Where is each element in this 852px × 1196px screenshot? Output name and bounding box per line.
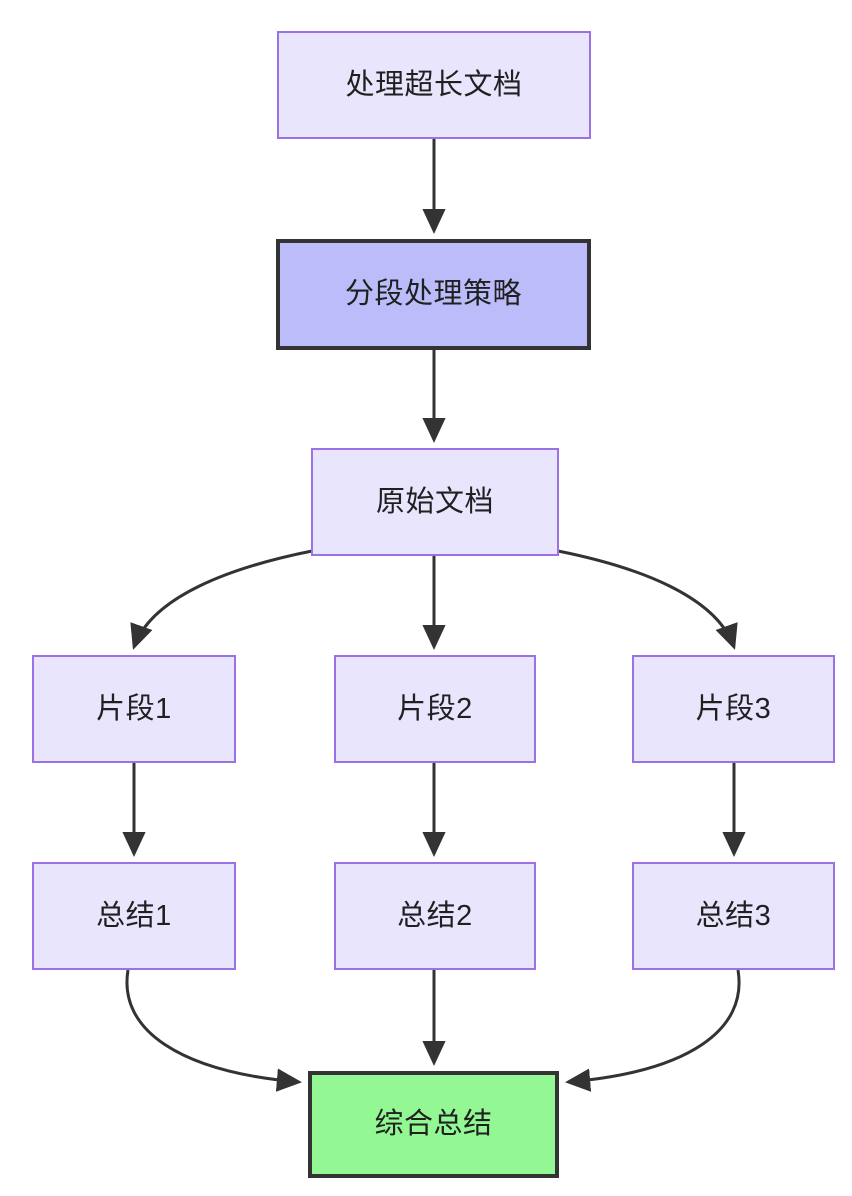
node-summary-2[interactable]: 总结2 — [334, 862, 536, 970]
edge-n9-n10 — [565, 969, 741, 1092]
node-label: 原始文档 — [375, 485, 494, 518]
node-label: 综合总结 — [374, 1108, 493, 1141]
node-fragment-2[interactable]: 片段2 — [334, 655, 536, 763]
node-combined-summary[interactable]: 综合总结 — [308, 1071, 559, 1178]
node-label: 分段处理策略 — [344, 278, 522, 311]
edge-n7-n10 — [125, 969, 302, 1092]
node-original-document[interactable]: 原始文档 — [311, 448, 559, 556]
node-label: 片段1 — [96, 692, 172, 725]
node-label: 总结1 — [96, 899, 172, 932]
node-fragment-1[interactable]: 片段1 — [32, 655, 236, 763]
node-label: 总结2 — [397, 899, 473, 932]
edge-n3-n4 — [130, 549, 313, 650]
node-fragment-3[interactable]: 片段3 — [632, 655, 835, 763]
edge-n3-n6 — [557, 549, 738, 650]
node-label: 片段3 — [695, 692, 772, 725]
node-summary-3[interactable]: 总结3 — [632, 862, 835, 970]
node-label: 片段2 — [397, 692, 473, 725]
node-label: 处理超长文档 — [345, 68, 523, 101]
node-label: 总结3 — [695, 899, 772, 932]
node-process-long-document[interactable]: 处理超长文档 — [277, 31, 591, 139]
node-chunking-strategy[interactable]: 分段处理策略 — [276, 239, 591, 350]
node-summary-1[interactable]: 总结1 — [32, 862, 236, 970]
